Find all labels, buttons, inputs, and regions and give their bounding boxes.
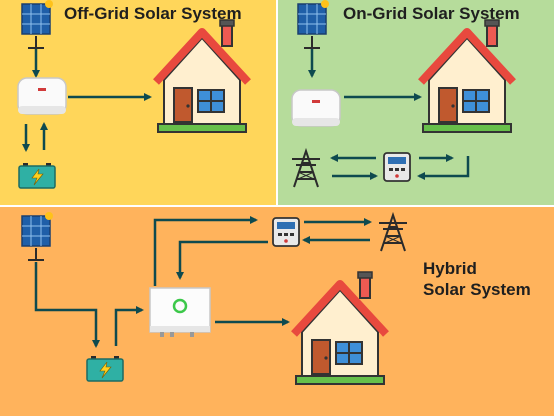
meter-icon xyxy=(272,217,300,247)
inverter-icon xyxy=(17,77,67,115)
off-grid-title: Off-Grid Solar System xyxy=(64,4,242,23)
solar-panel-icon xyxy=(297,0,330,49)
solar-panel-icon xyxy=(21,0,54,49)
house-icon xyxy=(156,20,248,132)
power-tower-icon xyxy=(378,214,408,252)
on-grid-title: On-Grid Solar System xyxy=(343,4,520,23)
inverter-icon xyxy=(291,89,341,127)
battery-icon xyxy=(18,162,56,189)
solar-panel-icon xyxy=(21,211,54,261)
hybrid-flow-arrows xyxy=(34,216,372,348)
house-icon xyxy=(294,272,386,384)
power-tower-icon xyxy=(291,150,321,188)
hybrid-title-line2: Solar System xyxy=(423,280,531,299)
hybrid-title-line1: Hybrid xyxy=(423,259,477,278)
on-grid-flow-arrows xyxy=(308,48,470,180)
off-grid-flow-arrows xyxy=(22,48,152,152)
house-icon xyxy=(421,20,513,132)
meter-icon xyxy=(383,152,411,182)
battery-icon xyxy=(86,355,124,382)
hybrid-inverter-icon xyxy=(148,286,212,339)
